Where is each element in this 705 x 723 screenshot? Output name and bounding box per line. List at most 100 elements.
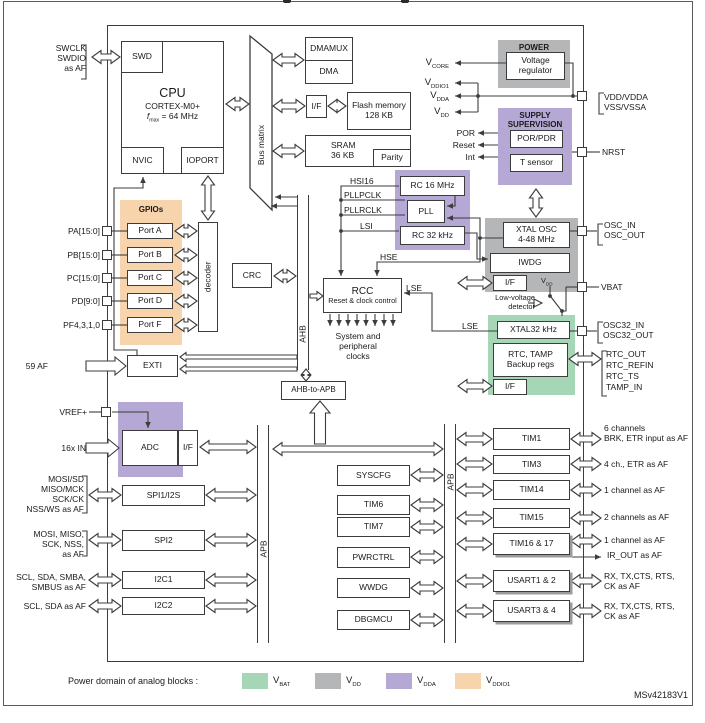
crc-block: CRC xyxy=(232,263,272,288)
xtal32-block: XTAL32 kHz xyxy=(497,321,570,339)
tim3-af-label: 4 ch., ETR as AF xyxy=(604,459,669,469)
nrst-pin-label: NRST xyxy=(602,147,626,157)
port-f-block: Port F xyxy=(127,317,173,333)
swd-block: SWD xyxy=(121,41,163,73)
dbgmcu-block: DBGMCU xyxy=(337,610,410,630)
rc16-block: RC 16 MHz xyxy=(400,176,465,196)
tim1-block: TIM1 xyxy=(493,428,570,450)
i2c1-pins-label: SCL, SDA, SMBA,SMBUS as AF xyxy=(16,572,86,593)
cpu-core-label: CORTEX-M0+ xyxy=(145,100,200,111)
i2c1-block: I2C1 xyxy=(122,571,205,589)
exti-block: EXTI xyxy=(127,355,178,377)
rc32-block: RC 32 kHz xyxy=(400,226,465,245)
syscfg-block: SYSCFG xyxy=(337,465,410,486)
por-pdr-block: POR/PDR xyxy=(510,130,563,148)
nvic-block: NVIC xyxy=(121,147,164,174)
vref-pin xyxy=(101,407,111,417)
legend-vddio1-label: VDDIO1 xyxy=(486,675,511,688)
vref-pin-label: VREF+ xyxy=(59,407,87,417)
usart12-af-label: RX, TX,CTS, RTS,CK as AF xyxy=(604,571,675,592)
af59-label: 59 AF xyxy=(25,361,48,371)
iwdg-if-block: I/F xyxy=(493,275,527,291)
port-a-block: Port A xyxy=(127,223,173,239)
gpios-title: GPIOs xyxy=(138,205,164,214)
spi2-block: SPI2 xyxy=(122,530,205,551)
legend-vdd-label: VDD xyxy=(346,675,361,688)
tim15-af-label: 2 channels as AF xyxy=(604,512,670,522)
adc-block: ADC xyxy=(122,430,178,466)
spi1-block: SPI1/I2S xyxy=(122,485,205,506)
por-label: POR xyxy=(456,128,475,138)
ahb-label: AHB xyxy=(298,325,309,343)
clipped-title-fragment xyxy=(401,0,409,3)
spi2-pins-label: MOSI, MISO,SCK, NSS,as AF xyxy=(33,529,84,560)
port-d-block: Port D xyxy=(127,293,173,309)
pll-block: PLL xyxy=(407,200,445,223)
rtc-if-block: I/F xyxy=(493,379,527,395)
legend-swatch-vdda xyxy=(386,673,412,689)
watermark: MSv42183V1 xyxy=(633,690,688,700)
pllrclk-label: PLLRCLK xyxy=(344,205,382,215)
tim7-block: TIM7 xyxy=(337,517,410,537)
ahb-to-apb-block: AHB-to-APB xyxy=(281,381,346,400)
tim3-block: TIM3 xyxy=(493,455,570,474)
t-sensor-block: T sensor xyxy=(510,154,563,172)
pf-pin xyxy=(102,320,112,330)
ir-out-label: IR_OUT as AF xyxy=(607,550,663,560)
apb-label-right: APB xyxy=(445,473,456,491)
port-c-block: Port C xyxy=(127,270,173,286)
vcore-label: VCORE xyxy=(425,57,449,70)
apb-label-left: APB xyxy=(258,540,269,558)
i2c2-block: I2C2 xyxy=(122,597,205,615)
port-b-block: Port B xyxy=(127,247,173,263)
adc-if-block: I/F xyxy=(178,430,198,466)
legend-swatch-vbat xyxy=(242,673,268,689)
pc-pin-label: PC[15:0] xyxy=(66,273,100,283)
vddio1-label: VDDIO1 xyxy=(424,77,449,90)
usart34-af-label: RX, TX,CTS, RTS,CK as AF xyxy=(604,601,675,622)
pf-pin-label: PF4,3,1,0 xyxy=(63,320,100,330)
lse-label-xtal32: LSE xyxy=(462,321,479,331)
cpu-title: CPU xyxy=(159,86,186,100)
int-label: Int xyxy=(465,152,475,162)
pa-pin xyxy=(102,226,112,236)
cpu-label: CPU CORTEX-M0+ fmax = 64 MHz xyxy=(121,86,224,124)
in16-label: 16x IN xyxy=(61,443,86,453)
vdd-pin xyxy=(577,91,587,101)
pc-pin xyxy=(102,273,112,283)
tim16-af-label: 1 channel as AF xyxy=(604,535,665,545)
lse-label-rcc: LSE xyxy=(406,283,423,293)
i2c2-pins-label: SCL, SDA as AF xyxy=(23,601,86,611)
bus-matrix-label: Bus matrix xyxy=(256,124,266,166)
osc32-pin xyxy=(577,326,587,336)
apb-bus-right xyxy=(444,424,456,643)
lsi-label: LSI xyxy=(360,221,373,231)
tim14-af-label: 1 channel as AF xyxy=(604,485,665,495)
apb-bus-left xyxy=(257,425,269,643)
hse-label: HSE xyxy=(380,252,398,262)
ahb-bus xyxy=(297,195,309,370)
pb-pin-label: PB[15:0] xyxy=(67,250,100,260)
legend-vbat-label: VBAT xyxy=(273,675,291,688)
vbat-pin-label: VBAT xyxy=(601,282,623,292)
power-title: POWER xyxy=(518,43,550,52)
vdd-label: VDD xyxy=(434,106,449,119)
iwdg-block: IWDG xyxy=(490,253,570,273)
parity-block: Parity xyxy=(373,149,411,167)
usart3-4-block: USART3 & 4 xyxy=(493,600,570,622)
tim14-block: TIM14 xyxy=(493,480,570,500)
legend-swatch-vdd xyxy=(315,673,341,689)
wwdg-block: WWDG xyxy=(337,578,410,598)
